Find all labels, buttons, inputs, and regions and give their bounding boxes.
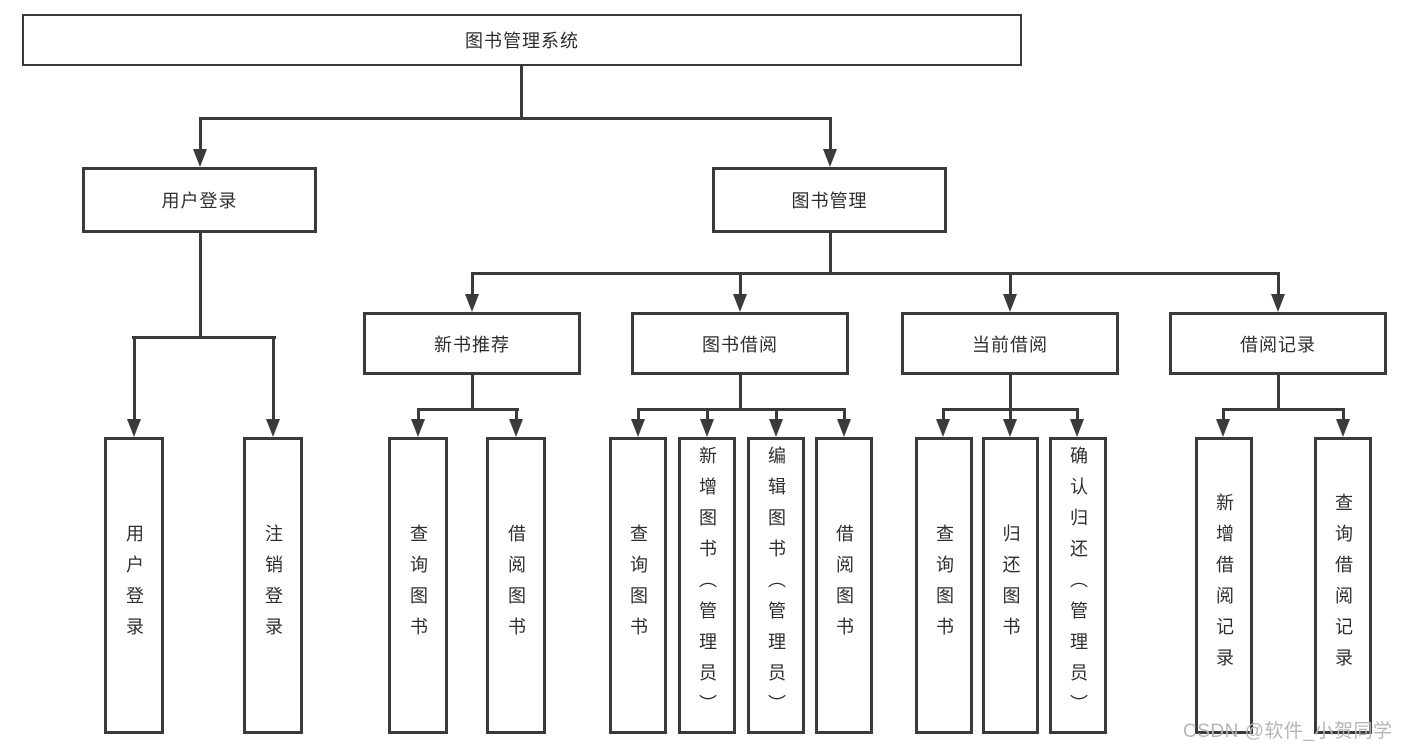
connector-leaf-stem: [775, 408, 778, 421]
leaf-edit-book-admin-label: 编辑图书（管理员）: [766, 446, 786, 725]
connector-to-current-borrowing: [1009, 272, 1012, 296]
connector-borrowing-records-stem: [1277, 373, 1280, 410]
node-book-borrowing-label: 图书借阅: [702, 334, 778, 355]
arrow-down-icon: [1003, 419, 1017, 437]
leaf-logout-label: 注销登录: [263, 523, 283, 648]
arrow-down-icon: [465, 294, 479, 312]
connector-to-new-book-recommendation: [471, 272, 474, 296]
leaf-return-book: 归还图书: [982, 437, 1039, 734]
leaf-query-books-recommend: 查询图书: [388, 437, 448, 734]
leaf-add-book-admin-label: 新增图书（管理员）: [697, 446, 717, 725]
arrow-down-icon: [1216, 419, 1230, 437]
leaf-add-borrow-record: 新增借阅记录: [1195, 437, 1253, 734]
arrow-down-icon: [1003, 294, 1017, 312]
leaf-borrow-books-recommend-label: 借阅图书: [506, 523, 526, 648]
node-current-borrowing-label: 当前借阅: [972, 334, 1048, 355]
node-book-borrowing: 图书借阅: [631, 312, 849, 375]
leaf-query-borrow-record: 查询借阅记录: [1314, 437, 1372, 734]
node-root: 图书管理系统: [22, 14, 1022, 66]
leaf-edit-book-admin: 编辑图书（管理员）: [747, 437, 805, 734]
connector-to-leaf-user-login: [133, 336, 136, 421]
node-user-login: 用户登录: [82, 167, 317, 233]
connector-book-management-stem: [829, 231, 832, 274]
node-new-book-recommendation: 新书推荐: [363, 312, 581, 375]
csdn-watermark: CSDN @软件_小贺同学: [1183, 721, 1393, 742]
connector-leaf-stem: [1222, 408, 1225, 421]
node-current-borrowing: 当前借阅: [901, 312, 1119, 375]
node-root-label: 图书管理系统: [465, 31, 579, 51]
connector-book-borrowing-stem: [739, 373, 742, 410]
leaf-query-books-recommend-label: 查询图书: [408, 523, 428, 648]
arrow-down-icon: [936, 419, 950, 437]
connector-to-user-login: [199, 117, 202, 151]
node-book-management: 图书管理: [712, 167, 947, 233]
leaf-confirm-return-admin-label: 确认归还（管理员）: [1068, 446, 1088, 725]
connector-split-user-login: [132, 336, 276, 339]
connector-leaf-stem: [515, 408, 518, 421]
node-book-management-label: 图书管理: [791, 191, 868, 211]
leaf-query-books-current: 查询图书: [915, 437, 973, 734]
connector-leaf-stem: [1009, 408, 1012, 421]
arrow-down-icon: [733, 294, 747, 312]
leaf-query-books-current-label: 查询图书: [934, 523, 954, 648]
connector-to-book-management: [829, 117, 832, 151]
node-borrowing-records-label: 借阅记录: [1240, 334, 1316, 355]
arrow-down-icon: [700, 419, 714, 437]
leaf-query-books-borrowing: 查询图书: [609, 437, 667, 734]
connector-current-borrowing-stem: [1009, 373, 1012, 410]
arrow-down-icon: [266, 419, 280, 437]
connector-leaf-stem: [843, 408, 846, 421]
arrow-down-icon: [411, 419, 425, 437]
connector-new-book-stem: [471, 373, 474, 410]
connector-split-new-book: [417, 408, 519, 411]
leaf-logout: 注销登录: [243, 437, 303, 734]
leaf-borrow-books-recommend: 借阅图书: [486, 437, 546, 734]
connector-split-borrowing-records: [1222, 408, 1345, 411]
connector-split-level3: [471, 272, 1279, 275]
connector-split-book-borrowing: [637, 408, 845, 411]
arrow-down-icon: [1336, 419, 1350, 437]
arrow-down-icon: [1271, 294, 1285, 312]
arrow-down-icon: [1070, 419, 1084, 437]
leaf-user-login-label: 用户登录: [124, 523, 144, 648]
connector-to-book-borrowing: [739, 272, 742, 296]
leaf-add-book-admin: 新增图书（管理员）: [678, 437, 736, 734]
connector-leaf-stem: [417, 408, 420, 421]
connector-leaf-stem: [1076, 408, 1079, 421]
connector-leaf-stem: [942, 408, 945, 421]
node-borrowing-records: 借阅记录: [1169, 312, 1387, 375]
node-user-login-label: 用户登录: [161, 191, 238, 211]
leaf-return-book-label: 归还图书: [1000, 523, 1021, 648]
connector-user-login-stem: [199, 231, 202, 338]
leaf-query-books-borrowing-label: 查询图书: [628, 523, 648, 648]
connector-leaf-stem: [637, 408, 640, 421]
connector-leaf-stem: [1342, 408, 1345, 421]
arrow-down-icon: [127, 419, 141, 437]
leaf-add-borrow-record-label: 新增借阅记录: [1214, 492, 1234, 679]
leaf-borrow-books-borrowing: 借阅图书: [815, 437, 873, 734]
arrow-down-icon: [193, 149, 207, 167]
connector-to-borrowing-records: [1277, 272, 1280, 296]
arrow-down-icon: [837, 419, 851, 437]
arrow-down-icon: [823, 149, 837, 167]
leaf-query-borrow-record-label: 查询借阅记录: [1333, 492, 1353, 679]
arrow-down-icon: [769, 419, 783, 437]
connector-split-level2: [199, 117, 832, 120]
leaf-borrow-books-borrowing-label: 借阅图书: [834, 523, 854, 648]
connector-to-leaf-logout: [272, 336, 275, 421]
leaf-confirm-return-admin: 确认归还（管理员）: [1049, 437, 1107, 734]
arrow-down-icon: [631, 419, 645, 437]
leaf-user-login: 用户登录: [104, 437, 164, 734]
connector-root-stem: [520, 66, 523, 119]
arrow-down-icon: [509, 419, 523, 437]
node-new-book-recommendation-label: 新书推荐: [434, 334, 510, 355]
connector-leaf-stem: [706, 408, 709, 421]
